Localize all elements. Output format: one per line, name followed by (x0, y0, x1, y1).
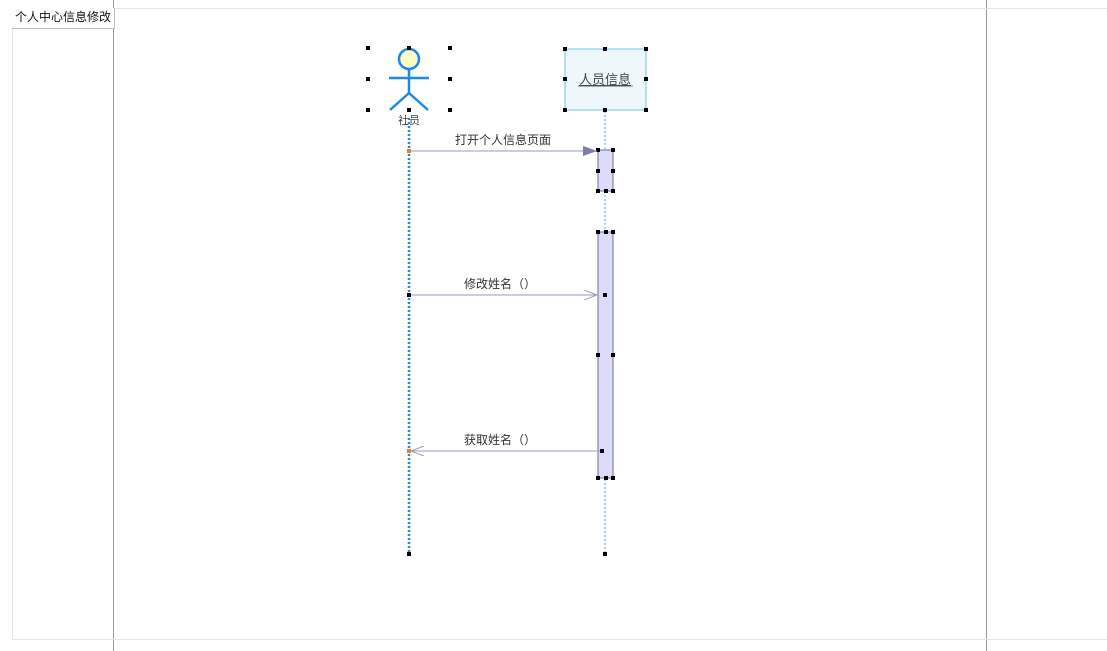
sequence-frame (12, 8, 1107, 640)
activation-bar-2[interactable] (597, 231, 614, 479)
actor-label: 社员 (398, 113, 420, 127)
message-1-label: 打开个人信息页面 (455, 132, 551, 147)
message-3-label: 获取姓名（） (464, 432, 536, 447)
message-1-source-handle[interactable] (407, 149, 411, 153)
activation-bar-2-handles[interactable] (596, 230, 615, 480)
object-selection-handles[interactable] (563, 47, 648, 556)
message-2-target-handle[interactable] (603, 293, 607, 297)
object-box[interactable] (564, 48, 647, 111)
right-divider (986, 0, 987, 651)
actor-selection-handles[interactable] (366, 46, 452, 556)
left-divider (113, 0, 114, 651)
message-2-source-handle[interactable] (407, 293, 411, 297)
message-2-label: 修改姓名（） (464, 276, 536, 291)
activation-bar-1[interactable] (597, 149, 614, 192)
frame-title: 个人中心信息修改 (12, 8, 116, 29)
activation-bar-1-handles[interactable] (596, 148, 615, 193)
actor-icon[interactable] (389, 47, 429, 111)
object-label: 人员信息 (579, 72, 631, 88)
message-3-source-handle[interactable] (600, 449, 604, 453)
message-3-target-handle[interactable] (407, 449, 411, 453)
